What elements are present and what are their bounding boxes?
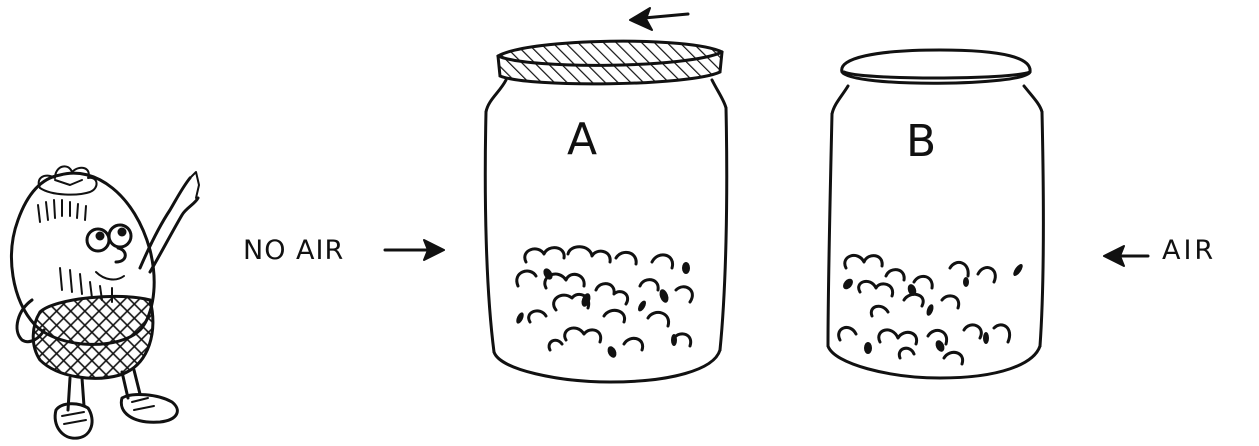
air-label: AIR — [1162, 237, 1216, 264]
arrow-left-icon — [1104, 246, 1148, 266]
arrow-right-icon — [385, 240, 444, 260]
sealed-jar-icon — [485, 41, 726, 382]
arrow-left-icon — [630, 8, 688, 30]
jar-b-label: B — [906, 120, 936, 164]
jar-a-label: A — [567, 118, 597, 162]
bean-pile-icon — [839, 255, 1025, 364]
hatched-lid-icon — [498, 41, 722, 84]
no-air-label: NO AIR — [243, 237, 344, 264]
bean-pile-icon — [515, 247, 693, 359]
egg-character-pointing-icon — [12, 166, 199, 438]
open-jar-icon — [828, 50, 1043, 378]
